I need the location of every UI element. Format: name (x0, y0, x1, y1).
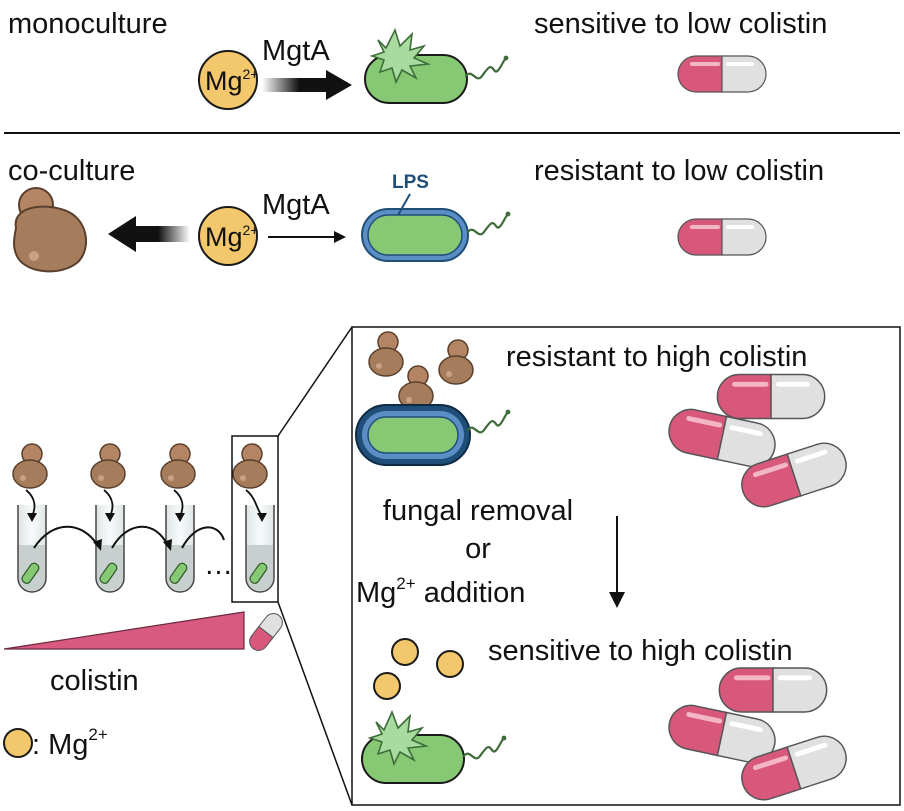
legend-mg-charge: 2+ (88, 725, 107, 744)
passage-series: … (12, 443, 275, 593)
sensitive-high-label: sensitive to high colistin (488, 635, 793, 667)
mgta-arrow-top (262, 70, 352, 100)
thick-lps-bacterium (355, 404, 512, 466)
colistin-gradient-label: colistin (50, 665, 139, 697)
colistin-capsule-ramp (249, 613, 283, 651)
zoom-panel (351, 326, 901, 806)
colistin-capsule-middle (676, 217, 768, 257)
free-mg-ions (373, 638, 464, 700)
legend-mg-icon (3, 728, 33, 758)
lps-pointer (397, 193, 411, 216)
intervention-mg-charge: 2+ (396, 574, 415, 593)
coculture-label: co-culture (8, 155, 135, 187)
mgta-label-middle: MgtA (262, 189, 330, 221)
lysed-bacterium-bottom (361, 709, 508, 784)
mg-ion-middle: Mg2+ (198, 206, 258, 266)
zoom-line-bottom (277, 601, 353, 806)
intervention-mg-symbol: Mg (356, 577, 396, 609)
mg-ion-top-charge: 2+ (243, 66, 259, 82)
colistin-capsule-top (676, 54, 768, 94)
tube-2 (95, 505, 125, 593)
tube-4 (245, 505, 275, 593)
mgta-arrow-middle (268, 231, 346, 243)
capsules-resistant (665, 375, 852, 513)
fungus-tube-3 (160, 443, 196, 489)
uptake-arrow-to-fungus (108, 216, 190, 252)
intervention-line2: or (465, 533, 491, 565)
mg-ion-top: Mg2+ (198, 50, 258, 110)
lps-label: LPS (392, 172, 429, 193)
legend-mg-text: : Mg (32, 729, 88, 761)
lps-bacterium-middle (361, 208, 512, 262)
svg-text:Mg2+ addition: Mg2+ addition (356, 574, 525, 609)
outcome-top: sensitive to low colistin (534, 8, 827, 40)
tube-1 (17, 505, 47, 593)
intervention-line3-rest: addition (416, 577, 526, 609)
passage-ellipsis: … (204, 549, 233, 581)
last-tube-highlight (231, 435, 279, 603)
lysed-bacterium-top (364, 27, 510, 104)
tube-3 (165, 505, 195, 593)
resistant-high-label: resistant to high colistin (506, 341, 807, 373)
transition-arrow (609, 516, 625, 608)
fungus-middle (13, 187, 87, 273)
colistin-gradient-ramp (3, 611, 245, 650)
outcome-middle: resistant to low colistin (534, 155, 824, 187)
fungus-tube-2 (90, 443, 126, 489)
fungus-tube-4 (232, 443, 268, 489)
fungus-tube-1 (12, 443, 48, 489)
mg-ion-middle-charge: 2+ (243, 222, 259, 238)
legend-mg: : Mg2+ (3, 725, 108, 761)
zoom-line-top (277, 326, 353, 437)
svg-text:: Mg2+: : Mg2+ (32, 725, 108, 761)
mg-ion-top-symbol: Mg (205, 66, 243, 96)
monoculture-label: monoculture (8, 8, 168, 40)
svg-text:Mg2+: Mg2+ (205, 66, 258, 96)
mgta-label-top: MgtA (262, 35, 330, 67)
intervention-line1: fungal removal (383, 495, 573, 527)
svg-text:Mg2+: Mg2+ (205, 222, 258, 252)
mg-ion-middle-symbol: Mg (205, 222, 243, 252)
capsules-sensitive (665, 668, 852, 805)
fungi-cluster (368, 331, 474, 411)
